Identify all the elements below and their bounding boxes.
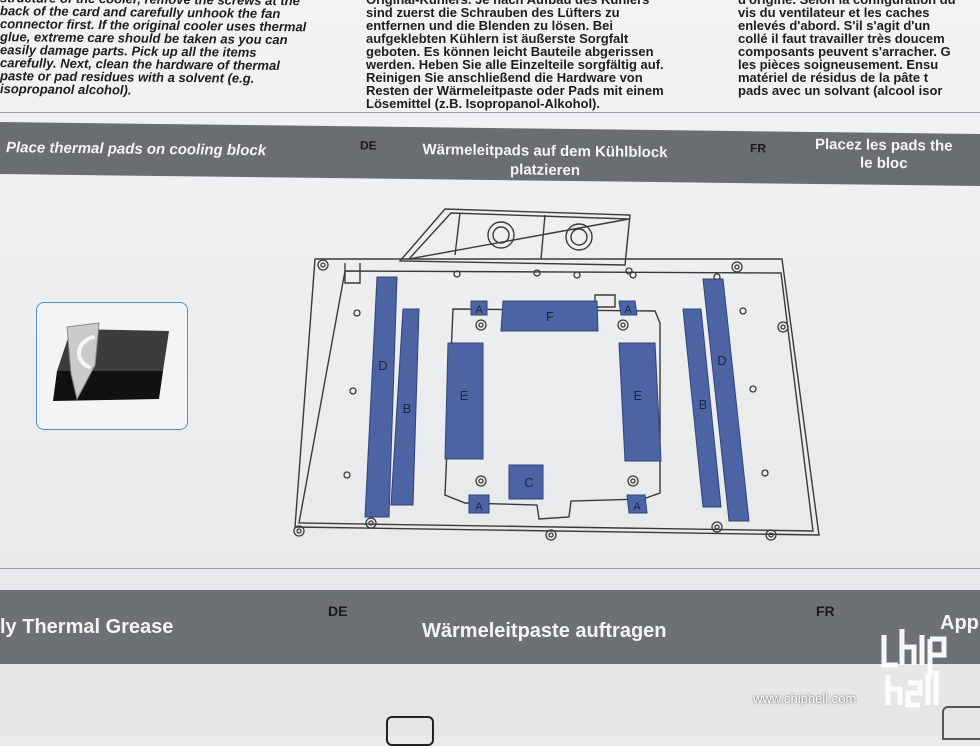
pad-f bbox=[500, 300, 599, 332]
section-title-de: Wärmeleitpads auf dem Kühlblock platzier… bbox=[422, 141, 668, 180]
pad-label-c: C bbox=[524, 475, 533, 490]
peel-pad-illustration bbox=[36, 302, 188, 430]
peel-icon bbox=[53, 322, 169, 401]
pad-label-a-bl: A bbox=[475, 501, 483, 513]
pad-label-a-tl: A bbox=[475, 304, 483, 316]
port-left bbox=[487, 221, 515, 249]
instructions-german: Original-Kühlers. Je nach Aufbau des Küh… bbox=[366, 0, 664, 111]
pad-b-left bbox=[390, 308, 420, 506]
pad-label-b-right: B bbox=[699, 397, 708, 412]
divider-line bbox=[0, 112, 980, 113]
pad-label-d-right: D bbox=[717, 353, 726, 368]
pad-label-a-br: A bbox=[633, 501, 641, 513]
gpu-contact-area bbox=[444, 308, 661, 520]
pad-a-tr bbox=[618, 300, 638, 316]
section-title-fr: Appliq bbox=[940, 612, 980, 634]
page-tab bbox=[386, 716, 434, 746]
screw-holes bbox=[293, 259, 789, 541]
pad-label-e-left: E bbox=[460, 388, 469, 403]
pad-label-a-tr: A bbox=[624, 304, 632, 316]
pad-d-left bbox=[364, 276, 398, 518]
terminal-top bbox=[398, 208, 631, 266]
cold-plate-outline bbox=[294, 258, 820, 536]
section-title-de: Wärmeleitpaste auftragen bbox=[422, 620, 667, 642]
pad-label-d-left: D bbox=[378, 358, 387, 373]
pad-a-br bbox=[626, 494, 648, 514]
pad-c bbox=[508, 464, 544, 500]
watermark-text: www.chiphell.com bbox=[753, 691, 857, 706]
pad-label-f: F bbox=[546, 309, 554, 324]
divider-line bbox=[0, 568, 980, 569]
pad-a-bl bbox=[468, 494, 490, 514]
section-title-en: ly Thermal Grease bbox=[0, 616, 174, 638]
section-title-fr: Placez les pads the le bloc bbox=[815, 135, 953, 173]
pad-a-tl bbox=[470, 300, 488, 316]
section-header-grease: ly Thermal Grease DE Wärmeleitpaste auft… bbox=[0, 590, 980, 664]
chiphell-logo bbox=[881, 629, 947, 708]
lang-tag-fr: FR bbox=[750, 141, 766, 156]
cooling-block-diagram: D B D B E E F C A A A A bbox=[293, 208, 820, 541]
pad-label-b-left: B bbox=[403, 401, 412, 416]
instructions-english: structure of the cooler, remove the scre… bbox=[0, 0, 307, 98]
pad-d-right bbox=[702, 278, 750, 522]
instructions-french: d'origine. Selon la configuration du vis… bbox=[738, 0, 956, 98]
section-header-pads: Place thermal pads on cooling block DE W… bbox=[0, 122, 980, 186]
pad-e-right bbox=[618, 342, 662, 462]
section-title-en: Place thermal pads on cooling block bbox=[6, 139, 267, 160]
thermal-pads bbox=[364, 276, 750, 522]
lang-tag-de: DE bbox=[328, 603, 348, 619]
pad-label-e-right: E bbox=[634, 388, 643, 403]
port-right bbox=[565, 223, 593, 251]
pad-e-left bbox=[444, 342, 484, 460]
lang-tag-fr: FR bbox=[816, 603, 835, 619]
lang-tag-de: DE bbox=[360, 138, 377, 153]
pad-b-right bbox=[682, 308, 722, 508]
